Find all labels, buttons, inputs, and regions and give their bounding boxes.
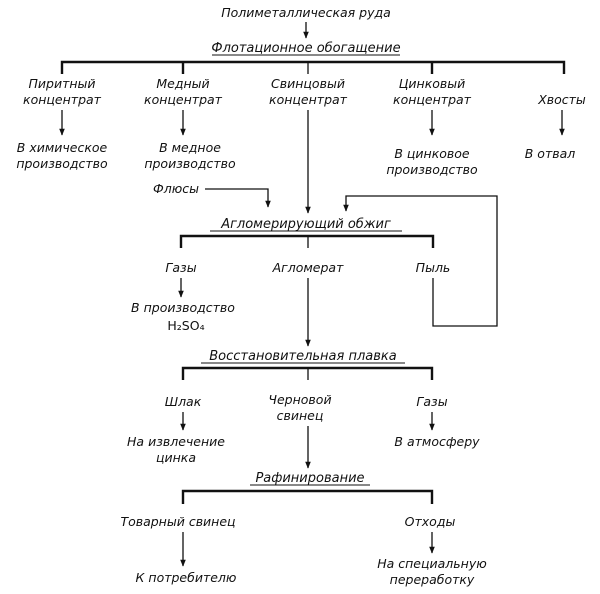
tailings-label: Хвосты	[537, 92, 586, 107]
refining-title: Рафинирование	[255, 471, 364, 486]
pyrite-dest-line1: В химическое	[17, 140, 108, 155]
zinc-concentrate-line1: Цинковый	[399, 76, 466, 91]
flotation-bar	[60, 60, 566, 74]
copper-dest-line2: производство	[144, 156, 236, 171]
ore-label: Полиметаллическая руда	[221, 5, 391, 20]
bullion-line1: Черновой	[268, 392, 331, 407]
copper-concentrate-line1: Медный	[156, 76, 209, 91]
pyrite-dest-line2: производство	[16, 156, 108, 171]
waste-dest-line2: переработку	[390, 572, 475, 587]
bullion-line2: свинец	[277, 408, 324, 423]
pyrite-concentrate-line1: Пиритный	[28, 76, 95, 91]
sintering-gases-label: Газы	[165, 260, 196, 275]
smelting-title: Восстановительная плавка	[209, 349, 397, 364]
refining-waste-label: Отходы	[405, 514, 456, 529]
sintering-bar	[179, 234, 435, 248]
arrow-dust-recycle	[343, 195, 498, 327]
zinc-dest-line2: производство	[386, 162, 478, 177]
copper-concentrate-line2: концентрат	[144, 92, 223, 107]
waste-dest-line1: На специальную	[377, 556, 487, 571]
zinc-dest-line1: В цинковое	[394, 146, 470, 161]
pyrite-concentrate-line2: концентрат	[23, 92, 102, 107]
smelting-gases-label: Газы	[416, 394, 447, 409]
zinc-concentrate-line2: концентрат	[393, 92, 472, 107]
agglomerate-label: Агломерат	[272, 260, 344, 275]
sintering-title: Агломерирующий обжиг	[220, 217, 391, 232]
smelting-gases-dest: В атмосферу	[394, 434, 480, 449]
fluxes-label: Флюсы	[153, 181, 199, 196]
slag-dest-line2: цинка	[156, 450, 196, 465]
dust-label: Пыль	[416, 260, 451, 275]
lead-concentrate-line1: Свинцовый	[271, 76, 345, 91]
tailings-dest: В отвал	[525, 146, 576, 161]
copper-dest-line1: В медное	[159, 140, 221, 155]
commercial-lead-label: Товарный свинец	[120, 514, 235, 529]
h2so4-dest-line1: В производство	[131, 300, 235, 315]
arrow-fluxes	[205, 188, 271, 208]
flotation-title: Флотационное обогащение	[211, 41, 400, 56]
lead-concentrate-line2: концентрат	[269, 92, 348, 107]
slag-label: Шлак	[165, 394, 202, 409]
refining-bar	[181, 489, 434, 504]
slag-dest-line1: На извлечение	[127, 434, 225, 449]
consumer-dest: К потребителю	[136, 570, 237, 585]
h2so4-formula: H₂SO₄	[167, 318, 204, 333]
